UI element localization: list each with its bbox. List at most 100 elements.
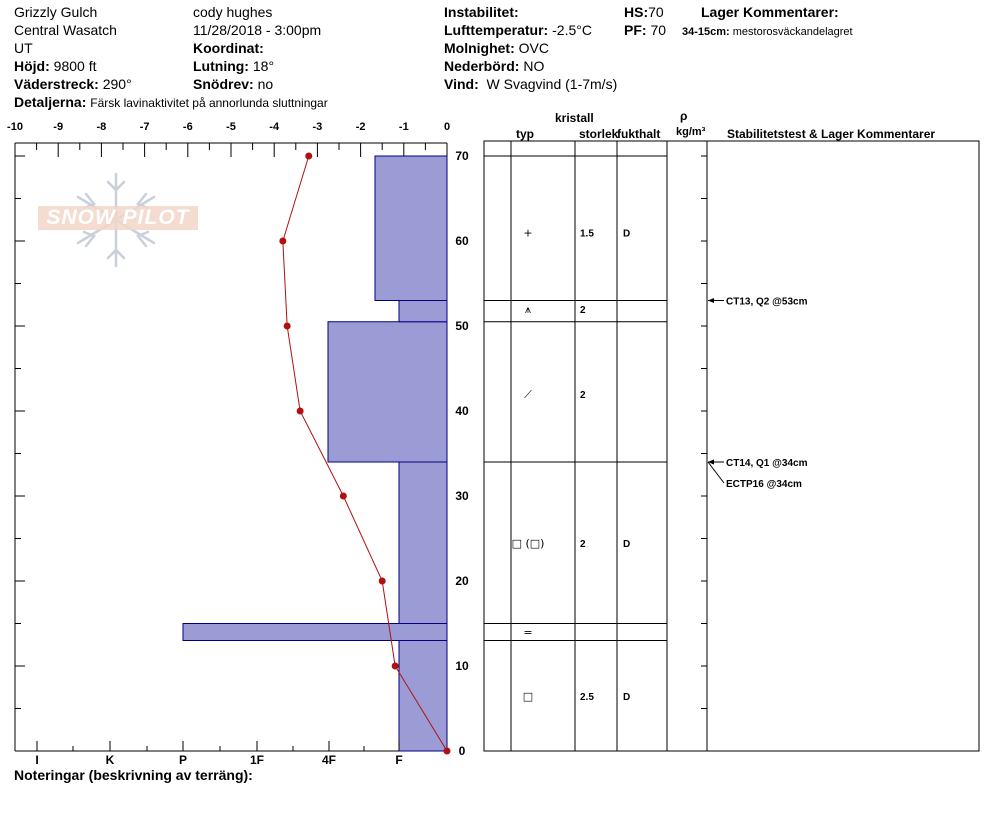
logo-text: SNOW PILOT (46, 206, 190, 229)
header-rho: ρ (680, 109, 688, 123)
grain-size: 1.5 (580, 229, 594, 240)
snowdrift: Snödrev: no (193, 76, 273, 93)
grain-type: ⩚ (525, 303, 531, 316)
hardness-tick-label: P (179, 753, 187, 767)
slope-label: Lutning: (193, 58, 249, 74)
snowpilot-logo: SNOW PILOT (38, 170, 198, 270)
height-tick-label: 30 (455, 489, 469, 503)
temperature-line (282, 155, 448, 752)
pf-label: PF: (624, 22, 647, 38)
temperature-point (279, 237, 287, 245)
stability-test-label: CT14, Q1 @34cm (726, 458, 808, 469)
range: Central Wasatch (14, 22, 117, 38)
height-tick-label: 70 (455, 149, 469, 163)
hardness-bar (398, 623, 448, 752)
precipitation: Nederbörd: NO (444, 58, 544, 75)
header-kristall: kristall (555, 111, 594, 125)
datetime: 11/28/2018 - 3:00pm (193, 22, 322, 38)
cloud-value: OVC (518, 40, 549, 56)
height-tick-label: 60 (455, 234, 469, 248)
temperature-profile (279, 152, 451, 755)
temperature-point (283, 322, 291, 330)
moisture: D (623, 229, 630, 240)
moisture: D (623, 692, 630, 703)
grain-type: + (523, 227, 532, 240)
air-temperature: Lufttemperatur: -2.5°C (444, 22, 592, 39)
notes-label: Noteringar (beskrivning av terräng): (14, 767, 253, 783)
hs: HS:70 (624, 4, 664, 21)
slope: Lutning: 18° (193, 58, 274, 75)
layer-comments-title: Lager Kommentarer: (701, 4, 839, 20)
temperature-point (378, 577, 386, 585)
height-tick-label: 0 (459, 744, 466, 758)
layer-comment: 34-15cm: mestorosväckandelagret (682, 24, 853, 41)
header-stability: Stabilitetstest & Lager Kommentarer (727, 127, 936, 141)
grain-type: □ (□) (512, 537, 545, 550)
grain-type: ⟋ (524, 388, 532, 401)
hardness-tick-label: 1F (250, 753, 264, 767)
temp-tick-label: -9 (53, 121, 63, 133)
grain-size: 2 (580, 390, 586, 401)
grain-size: 2.5 (580, 692, 594, 703)
height-tick-label: 50 (455, 319, 469, 333)
instability: Instabilitet: (444, 4, 519, 21)
hardness-tick-label: I (35, 753, 38, 767)
temp-tick-label: 0 (444, 121, 450, 133)
location: Grizzly Gulch (14, 4, 98, 20)
aspect-value: 290° (102, 76, 132, 92)
elevation-label: Höjd: (14, 58, 50, 74)
hs-value: 70 (648, 4, 664, 20)
observer: cody hughes (193, 4, 273, 20)
cloud-label: Molnighet: (444, 40, 515, 56)
cloud-cover: Molnighet: OVC (444, 40, 549, 57)
hardness-bar (398, 461, 448, 624)
hardness-bar (374, 155, 448, 301)
aspect: Väderstreck: 290° (14, 76, 132, 93)
table-frame (483, 140, 980, 752)
temperature-point (296, 407, 304, 415)
slope-value: 18° (252, 58, 275, 74)
details-value: Färsk lavinaktivitet på annorlunda slutt… (90, 96, 328, 110)
temp-tick-label: -8 (97, 121, 107, 133)
header-storlek: storlek (579, 127, 619, 141)
stability-test-arrow (708, 459, 714, 465)
layer-comment-range: 34-15cm: (682, 26, 730, 38)
hardness-bar (182, 623, 448, 641)
hs-label: HS: (624, 4, 649, 20)
coordinates: Koordinat: (193, 40, 264, 57)
stability-test-pointer (707, 461, 725, 484)
height-tick-label: 10 (455, 659, 469, 673)
layer-comment-text: mestorosväckandelagret (732, 26, 853, 38)
temp-tick-label: -6 (183, 121, 193, 133)
wind-value: W Svagvind (1-7m/s) (486, 76, 618, 92)
temperature-point (339, 492, 347, 500)
temperature-point (443, 747, 451, 755)
airtemp-label: Lufttemperatur: (444, 22, 549, 38)
hardness-bar (398, 300, 448, 323)
airtemp-value: -2.5°C (552, 22, 592, 38)
details-label: Detaljerna: (14, 94, 87, 110)
temperature-point (391, 662, 399, 670)
details: Detaljerna: Färsk lavinaktivitet på anno… (14, 94, 328, 112)
header-fukthalt: fukthalt (617, 127, 661, 141)
hardness-tick-label: F (395, 753, 402, 767)
hardness-bars (182, 155, 448, 752)
wind-label: Vind: (444, 76, 479, 92)
hardness-bar (327, 321, 448, 463)
hardness-tick-label: 4F (322, 753, 336, 767)
temp-tick-label: -2 (356, 121, 366, 133)
header-density-unit: kg/m³ (676, 126, 706, 138)
grain-type: □ (523, 690, 533, 703)
temp-tick-label: -5 (226, 121, 236, 133)
header-typ: typ (516, 127, 534, 141)
moisture: D (623, 539, 630, 550)
stability-test-label: CT13, Q2 @53cm (726, 297, 808, 308)
precip-label: Nederbörd: (444, 58, 520, 74)
grain-size: 2 (580, 305, 586, 316)
instability-label: Instabilitet: (444, 4, 519, 20)
pf-value: 70 (650, 22, 667, 38)
aspect-label: Väderstreck: (14, 76, 99, 92)
